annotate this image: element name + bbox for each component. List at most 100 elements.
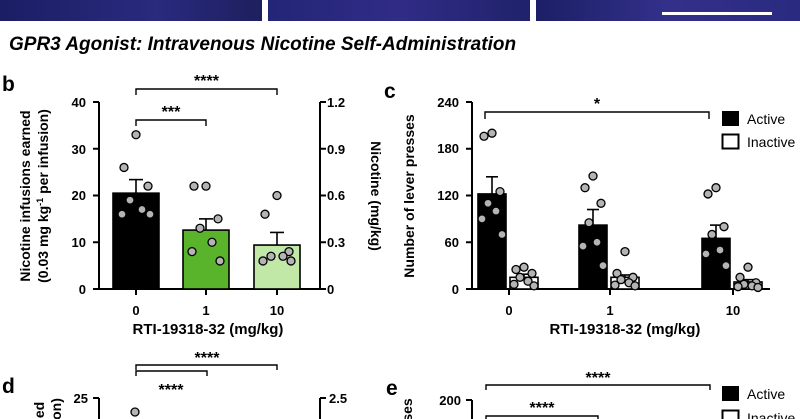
b-data-point [137, 204, 147, 215]
c-data-point-active [578, 241, 588, 251]
chart-lever-presses: * 0 60 120 180 240 0 1 10 RTI-19318-32 (… [401, 95, 795, 338]
c-data-point-inactive [529, 281, 539, 291]
b-xtick-2: 10 [270, 303, 284, 318]
c-data-point-active [497, 229, 507, 240]
b-y2tick-4: 1.2 [327, 95, 345, 110]
c-data-point-active [711, 183, 721, 193]
c-data-point-inactive [509, 279, 519, 289]
legend-swatch-inactive [721, 133, 740, 150]
d-sig-label-0-1: **** [159, 382, 185, 399]
chart-panel-e-partial: 200 ses **** **** Active Inactive [399, 370, 795, 419]
b-sig-label: **** [194, 73, 220, 90]
b-data-point [215, 256, 225, 266]
b-data-point [284, 246, 294, 257]
c-data-point-inactive [515, 272, 525, 282]
c-data-point-inactive [733, 282, 743, 292]
c-data-point-inactive [630, 281, 640, 291]
c-ytick-0: 0 [452, 282, 459, 297]
b-error-bars [129, 178, 284, 246]
b-y2tick-1: 0.3 [327, 235, 345, 250]
c-sig-bracket [484, 111, 710, 119]
b-y-axis-label-line1: Nicotine infusions earned [17, 110, 33, 281]
b-data-point [260, 209, 270, 219]
legend-swatch-active [722, 111, 739, 126]
b-data-point [278, 251, 288, 261]
c-data-point-active [719, 222, 729, 232]
e-legend-swatch-inactive [721, 409, 740, 419]
c-ytick-4: 240 [437, 95, 459, 110]
b-data-point [272, 190, 282, 201]
c-ytick-2: 120 [437, 188, 459, 203]
b-sig-bracket [135, 88, 278, 95]
b-data-point [258, 256, 268, 266]
c-data-point-active [479, 131, 489, 141]
b-ytick-0: 0 [79, 282, 86, 297]
b-data-point [187, 246, 197, 257]
b-ytick-4: 40 [72, 95, 86, 110]
legend-label-inactive: Inactive [747, 134, 795, 150]
c-significance: * [484, 96, 710, 119]
c-x-axis-label: RTI-19318-32 (mg/kg) [550, 321, 701, 338]
c-data-point-active [588, 171, 598, 181]
panel-letter-e: e [386, 377, 398, 400]
legend-label-active: Active [747, 111, 785, 127]
c-data-point-active [477, 214, 487, 224]
b-data-point [117, 209, 127, 219]
e-y-axis-label-fragment: ses [399, 398, 415, 419]
b-xtick-1: 1 [202, 303, 209, 318]
b-bars [112, 192, 301, 290]
b-y2tick-2: 0.6 [327, 188, 345, 203]
c-data-point-inactive [616, 274, 626, 285]
e-sig-label-0-10: **** [586, 370, 612, 387]
c-data-point-active [721, 260, 731, 271]
panel-letter-b: b [2, 73, 15, 96]
b-data-points [117, 130, 296, 266]
c-data-point-inactive [519, 262, 529, 272]
c-data-point-active [703, 189, 713, 199]
d-sig-bracket-0-1 [135, 370, 208, 376]
e-legend-label-inactive: Inactive [747, 410, 795, 419]
e-legend-label-active: Active [747, 386, 785, 402]
e-sig-bracket-0-1 [485, 415, 599, 419]
d-point [130, 407, 140, 417]
chart-panel-d-partial: 25 2.5 ed on) **** **** [31, 350, 347, 419]
e-sig-label-0-1: **** [530, 400, 556, 417]
c-data-point-active [596, 198, 606, 208]
c-data-point-inactive [620, 246, 630, 257]
image-strip-right [536, 0, 800, 21]
b-data-point [286, 256, 296, 266]
c-data-point-active [592, 237, 602, 247]
b-y-axis-label-line2: (0.03 mg kg-1 per infusion) [35, 109, 51, 283]
c-data-point-active [495, 186, 505, 197]
b-data-point [195, 223, 205, 233]
c-data-point-inactive [527, 268, 537, 279]
c-xtick-0: 0 [505, 303, 512, 318]
c-bar-active-dose-0 [477, 193, 507, 290]
c-data-point-active [491, 206, 501, 216]
c-data-points [477, 128, 763, 293]
b-data-point [119, 162, 129, 173]
c-data-point-active [701, 249, 711, 259]
c-data-point-inactive [753, 282, 763, 293]
c-ytick-1: 60 [445, 235, 459, 250]
b-data-point [207, 237, 217, 247]
c-sig-label: * [594, 96, 601, 113]
d-y2tick-2-5: 2.5 [329, 391, 347, 406]
panel-letter-c: c [384, 80, 396, 103]
c-xtick-2: 10 [726, 303, 740, 318]
c-data-point-active [707, 229, 717, 240]
e-legend-swatch-active [722, 386, 739, 401]
d-ytick-25: 25 [74, 391, 88, 406]
b-data-point [143, 181, 153, 191]
c-data-point-inactive [743, 262, 753, 272]
b-ylabel-superscript: -1 [35, 198, 45, 206]
d-sig-label-0-10: **** [195, 350, 221, 367]
b-y2tick-3: 0.9 [327, 142, 345, 157]
b-ytick-2: 20 [72, 188, 86, 203]
b-ylabel-part-a: (0.03 mg kg [35, 206, 51, 283]
b-xtick-0: 0 [132, 303, 139, 318]
chart-infusions-earned: ******* 0 10 20 30 40 0 0.3 0.6 0.9 1.2 … [17, 73, 384, 338]
b-ylabel-part-b: per infusion) [35, 109, 51, 198]
c-y-axis-label: Number of lever presses [401, 114, 417, 278]
